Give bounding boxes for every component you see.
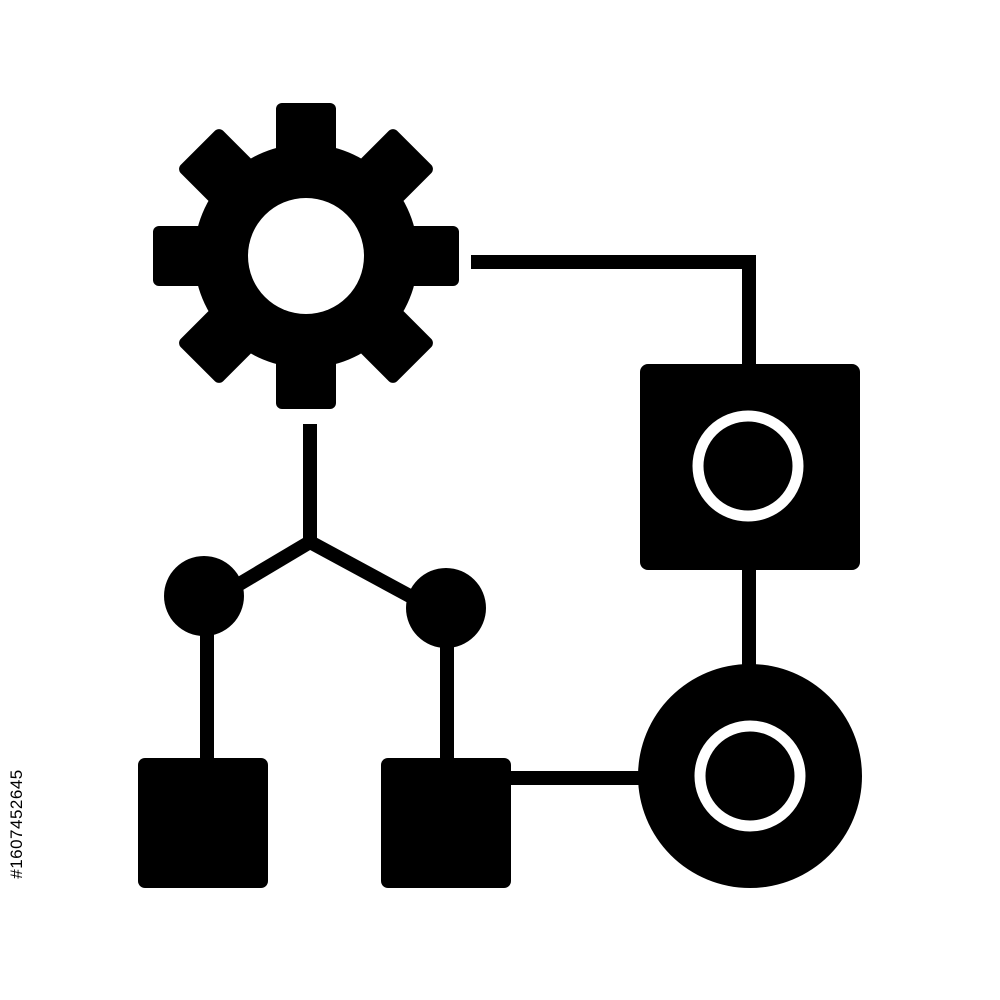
top-right-box [640,364,860,570]
bottom-middle-square [381,758,511,888]
bottom-right-circle-ring [694,720,806,832]
gear-to-top-box-line [471,255,756,366]
top-right-box-ring [692,410,804,522]
bottom-right-circle-node [638,664,862,888]
stock-id-text: #1607452645 [7,769,27,879]
branch-left-node [164,556,244,636]
gear-icon [153,103,459,409]
connector-lines [200,255,756,785]
bottom-left-square [138,758,268,888]
stock-id-label: #1607452645 [4,744,30,904]
branch-right-node [406,568,486,648]
